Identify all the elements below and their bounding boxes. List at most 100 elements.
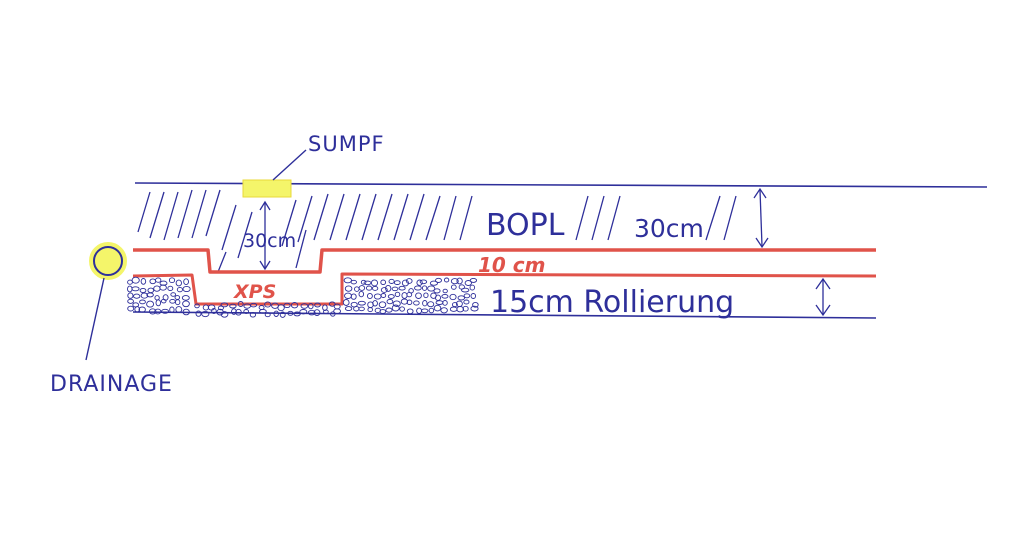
gravel-stone (175, 299, 181, 306)
gravel-stone (385, 284, 392, 292)
gravel-stone (449, 293, 457, 301)
gravel-stone (391, 286, 399, 292)
gravel-stone (176, 286, 183, 293)
gravel-stone (394, 291, 401, 298)
gravel-stone (300, 303, 309, 309)
gravel-stone (353, 305, 360, 312)
gravel-stone (264, 301, 272, 308)
gravel-stone (358, 306, 365, 312)
gravel-stone (401, 292, 408, 299)
gravel-stone (183, 278, 189, 286)
gravel-stone (174, 295, 181, 300)
gravel-stone (440, 307, 448, 314)
drainage-label: DRAINAGE (50, 372, 173, 397)
gravel-stone (308, 302, 314, 310)
gravel-stone (139, 299, 146, 305)
gravel-stone (169, 298, 176, 304)
gravel-stone (442, 288, 448, 294)
gravel-stone (380, 293, 387, 298)
gravel-stone (399, 306, 405, 312)
gravel-stone (154, 308, 162, 315)
gravel-stone (175, 279, 182, 287)
gravel-stone (293, 311, 301, 317)
gravel-stone (229, 303, 237, 309)
gravel-stone (182, 285, 191, 293)
gravel-stone (405, 278, 413, 284)
gravel-stone (450, 284, 457, 290)
gravel-stone (400, 298, 409, 305)
slab-label: BOPL (486, 208, 565, 243)
gravel-stone (429, 280, 438, 286)
sump-label: SUMPF (308, 132, 385, 156)
gravel-stone (169, 306, 175, 313)
gravel-stone (367, 307, 373, 313)
gravel-stone (259, 308, 267, 314)
gravel-stone (237, 301, 244, 307)
gravel-stone (131, 286, 140, 292)
gravel-stone (380, 287, 388, 293)
gravel-stone (434, 294, 442, 301)
gravel-stone (154, 295, 160, 301)
gravel-stone (235, 308, 242, 316)
xps-thickness-label: 10 cm (478, 253, 546, 277)
gravel-stone (385, 307, 393, 313)
gravel-stone (138, 306, 146, 313)
gravel-stone (435, 300, 444, 305)
gravel-stone (264, 312, 271, 318)
gravel-stone (243, 309, 250, 314)
gravel-stone (182, 300, 190, 308)
gravel-stone (146, 292, 154, 298)
gravel-stone (463, 299, 470, 305)
gravel-stone (161, 308, 170, 314)
gravel-stone (127, 298, 134, 304)
gravel-stone (330, 311, 336, 317)
gravel-thickness-arrow (815, 277, 831, 317)
gravel-stone (449, 306, 458, 312)
gravel-stone (392, 300, 401, 307)
gravel-stone (423, 292, 429, 299)
gravel-stone (153, 285, 161, 292)
gravel-stone (413, 300, 420, 306)
gravel-stone (443, 277, 450, 283)
gravel-stone (146, 300, 155, 308)
sump-marker (242, 179, 292, 198)
gravel-stone (433, 304, 442, 312)
gravel-stone (414, 285, 422, 291)
gravel-stone (307, 309, 316, 316)
gravel-stone (175, 306, 183, 313)
gravel-stone (358, 290, 365, 298)
gravel-stone (372, 300, 378, 307)
gravel-stone (427, 285, 436, 292)
gravel-stone (419, 279, 428, 285)
gravel-stone (379, 309, 387, 314)
gravel-stone (202, 304, 210, 311)
gravel-stone (456, 277, 463, 285)
gravel-stone (357, 300, 366, 306)
gravel-stone (211, 307, 217, 315)
gravel-stone (435, 277, 442, 283)
gravel-stone (127, 305, 135, 312)
gravel-stone (342, 299, 350, 306)
gravel-stone (195, 310, 202, 317)
gravel-stone (380, 279, 387, 286)
gravel-stone (398, 285, 406, 291)
gravel-stone (170, 292, 177, 297)
gravel-stone (344, 292, 352, 299)
gravel-stone (159, 284, 167, 291)
gravel-stone (258, 305, 265, 310)
gravel-stone (322, 304, 328, 311)
gravel-stone (360, 279, 367, 285)
gravel-stone (273, 310, 279, 317)
gravel-stone (344, 285, 353, 292)
gravel-stone (387, 294, 395, 299)
gravel-stone (344, 306, 353, 312)
gravel-stone (250, 302, 258, 308)
gravel-stone (472, 301, 479, 308)
gravel-stone (371, 285, 379, 291)
gravel-stone (287, 310, 294, 316)
gravel-stone (416, 307, 423, 314)
gravel-stone (388, 278, 395, 284)
gravel-stone (220, 302, 229, 308)
gravel-stone (140, 292, 149, 299)
